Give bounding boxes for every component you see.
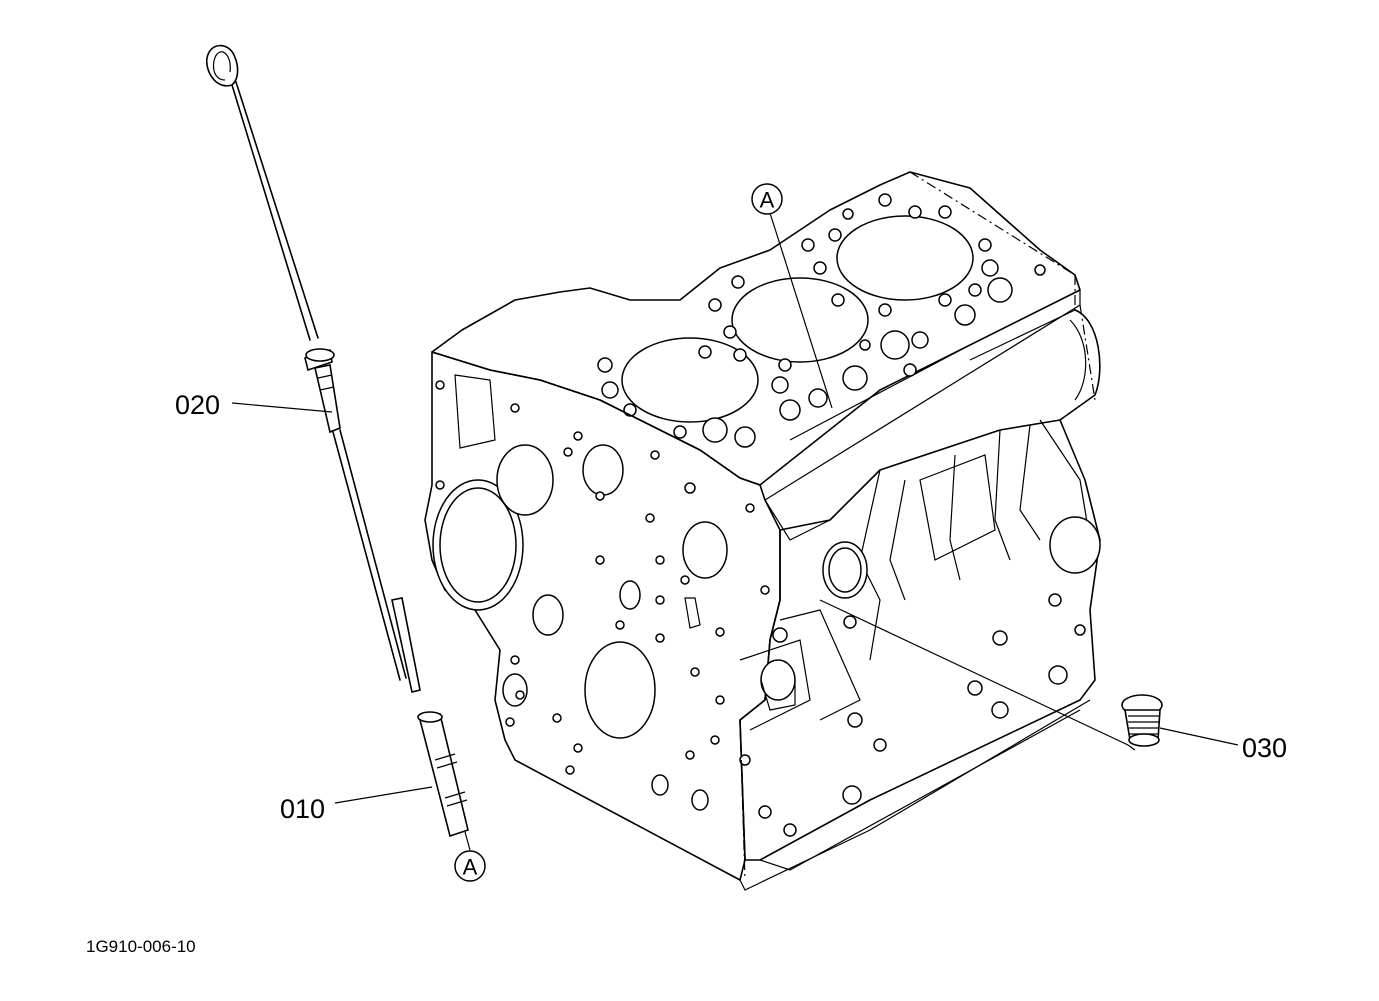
side-holes bbox=[739, 593, 1086, 837]
leader-ref-a-top bbox=[769, 212, 833, 409]
dipstick-020 bbox=[206, 44, 421, 693]
part-030-label: 030 bbox=[1242, 733, 1287, 763]
leader-ref-a-bottom bbox=[464, 831, 471, 851]
part-010-label: 010 bbox=[280, 794, 325, 824]
ref-circle bbox=[454, 850, 486, 882]
ref-a-top-label: A bbox=[760, 188, 775, 213]
engine-block bbox=[424, 171, 1101, 891]
part-020-label: 020 bbox=[175, 390, 220, 420]
ref-circle bbox=[751, 183, 783, 215]
dipstick-loop bbox=[206, 44, 239, 87]
cylinder-bore-3 bbox=[836, 215, 974, 301]
cylinder-bore-1 bbox=[621, 337, 759, 423]
front-bore-right bbox=[682, 521, 728, 579]
leader-030-install bbox=[819, 599, 1136, 751]
front-bore-mid bbox=[582, 444, 624, 496]
centerline-top bbox=[909, 171, 1076, 276]
ref-a-bottom: A bbox=[454, 850, 486, 882]
plug-030 bbox=[1121, 694, 1163, 747]
front-bore-lower bbox=[584, 641, 656, 739]
leader-lines bbox=[231, 212, 1239, 851]
cylinder-bore-2 bbox=[731, 277, 869, 363]
front-face-holes bbox=[435, 380, 770, 775]
deck-holes bbox=[597, 193, 1046, 448]
ref-a-top: A bbox=[751, 183, 783, 215]
ref-a-bottom-label: A bbox=[463, 855, 478, 880]
block-side-face bbox=[739, 419, 1101, 861]
leader-010 bbox=[334, 786, 433, 804]
dipstick-boss bbox=[760, 659, 796, 701]
drawing-code: 1G910-006-10 bbox=[86, 937, 196, 956]
front-window bbox=[454, 374, 496, 449]
front-bore-upper bbox=[496, 444, 554, 516]
leader-030 bbox=[1159, 727, 1239, 746]
side-ribs bbox=[859, 419, 1091, 661]
guide-tube-010 bbox=[417, 711, 469, 838]
leader-020 bbox=[231, 402, 333, 413]
